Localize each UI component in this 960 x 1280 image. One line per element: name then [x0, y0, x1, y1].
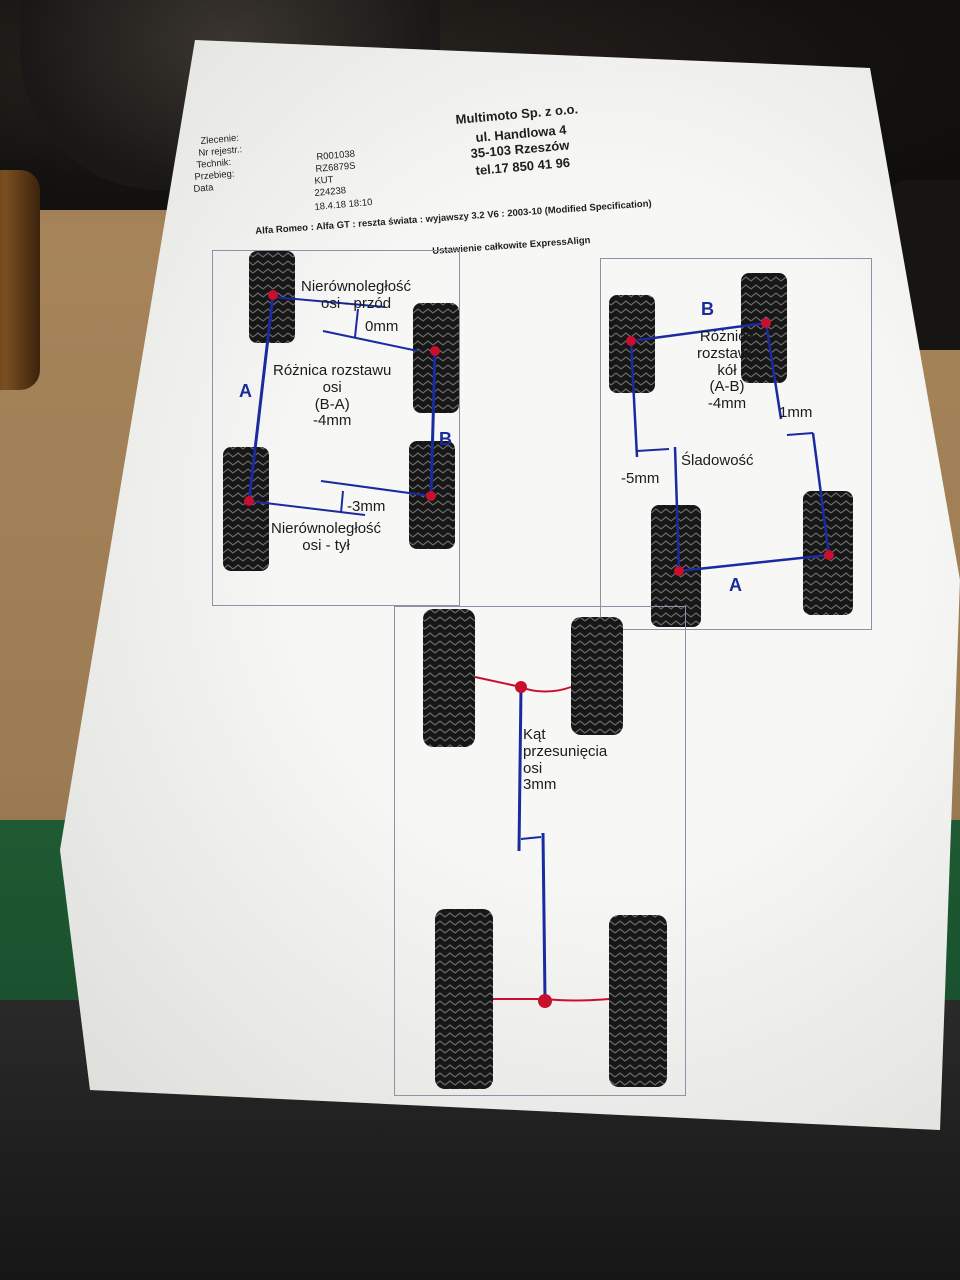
wheel-center-marker	[824, 550, 834, 560]
rear-parallelism-value: -3mm	[347, 498, 386, 515]
panel-track-width: B Różnica rozstawu kół (A-B) -4mm 1mm -5…	[600, 258, 872, 630]
setback-title-line2: przesunięcia	[523, 742, 608, 760]
rear-parallelism-title: Nierównoległość osi - tył	[271, 520, 382, 555]
wheelbase-diff-line3: (B-A)	[314, 395, 350, 413]
meta-label-date: Data	[193, 182, 214, 195]
tracking-title: Śladowość	[681, 452, 754, 469]
meta-value-tech: KUT	[314, 174, 334, 187]
label-a: A	[729, 575, 742, 595]
wheelbase-diff-line2: osi	[322, 378, 342, 396]
tyre-rear-left	[651, 505, 701, 627]
label-b: B	[701, 299, 714, 319]
track-diff-line2: rozstawu	[697, 344, 758, 362]
wheel-center-marker	[515, 681, 527, 693]
front-parallelism-title-line2: osi - przód	[321, 294, 392, 312]
wheel-center-marker	[626, 336, 636, 346]
tyre-front-right	[741, 273, 787, 383]
front-parallelism-value: 0mm	[365, 318, 399, 335]
rear-parallelism-title-line1: Nierównoległość	[271, 520, 382, 537]
track-diff-value: -4mm	[707, 395, 747, 413]
setback-title-line3: osi	[523, 759, 543, 777]
setback-title-line1: Kąt	[523, 726, 546, 743]
wheel-center-marker	[430, 346, 440, 356]
track-diff-line3: kół	[717, 361, 737, 379]
tyre-front-left	[423, 609, 475, 747]
wheelbase-diff-value: -4mm	[313, 412, 352, 430]
wheelbase-diff-line1: Różnica rozstawu	[273, 362, 392, 379]
track-diff-label: Różnica rozstawu kół (A-B) -4mm	[697, 328, 758, 413]
tyre-rear-left	[435, 909, 493, 1089]
wheel-center-marker	[426, 491, 436, 501]
tyre-rear-right	[609, 915, 667, 1087]
left-offset-value: -5mm	[621, 470, 660, 487]
setback-diagram	[423, 609, 667, 1089]
wheel-center-marker	[538, 994, 552, 1008]
wheel-center-marker	[674, 566, 684, 576]
tyre-front-right	[571, 617, 623, 735]
axle-parallelism-diagram	[223, 251, 459, 571]
front-parallelism-title: Nierównoległość osi - przód	[301, 278, 412, 313]
wheel-center-marker	[244, 496, 254, 506]
setback-value: 3mm	[523, 776, 557, 794]
track-diff-line4: (A-B)	[709, 378, 745, 396]
track-width-diagram	[609, 273, 853, 627]
alignment-report-sheet: Multimoto Sp. z o.o. ul. Handlowa 4 35-1…	[60, 40, 960, 1130]
panel-axle-parallelism: Nierównoległość osi - przód 0mm Różnica …	[212, 250, 460, 606]
label-a: A	[239, 381, 252, 401]
wheel-center-marker	[761, 318, 771, 328]
panel-setback: Kąt przesunięcia osi 3mm	[394, 606, 686, 1096]
label-b: B	[439, 429, 452, 449]
right-offset-value: 1mm	[779, 404, 813, 421]
leather-object	[0, 170, 40, 390]
wheelbase-diff-label: Różnica rozstawu osi (B-A) -4mm	[273, 362, 392, 430]
rear-parallelism-title-line2: osi - tył	[302, 536, 350, 554]
wheel-center-marker	[268, 290, 278, 300]
setback-label: Kąt przesunięcia osi 3mm	[523, 726, 608, 794]
tyre-rear-left	[223, 447, 269, 571]
track-diff-line1: Różnica	[699, 328, 755, 345]
front-parallelism-title-line1: Nierównoległość	[301, 278, 412, 295]
